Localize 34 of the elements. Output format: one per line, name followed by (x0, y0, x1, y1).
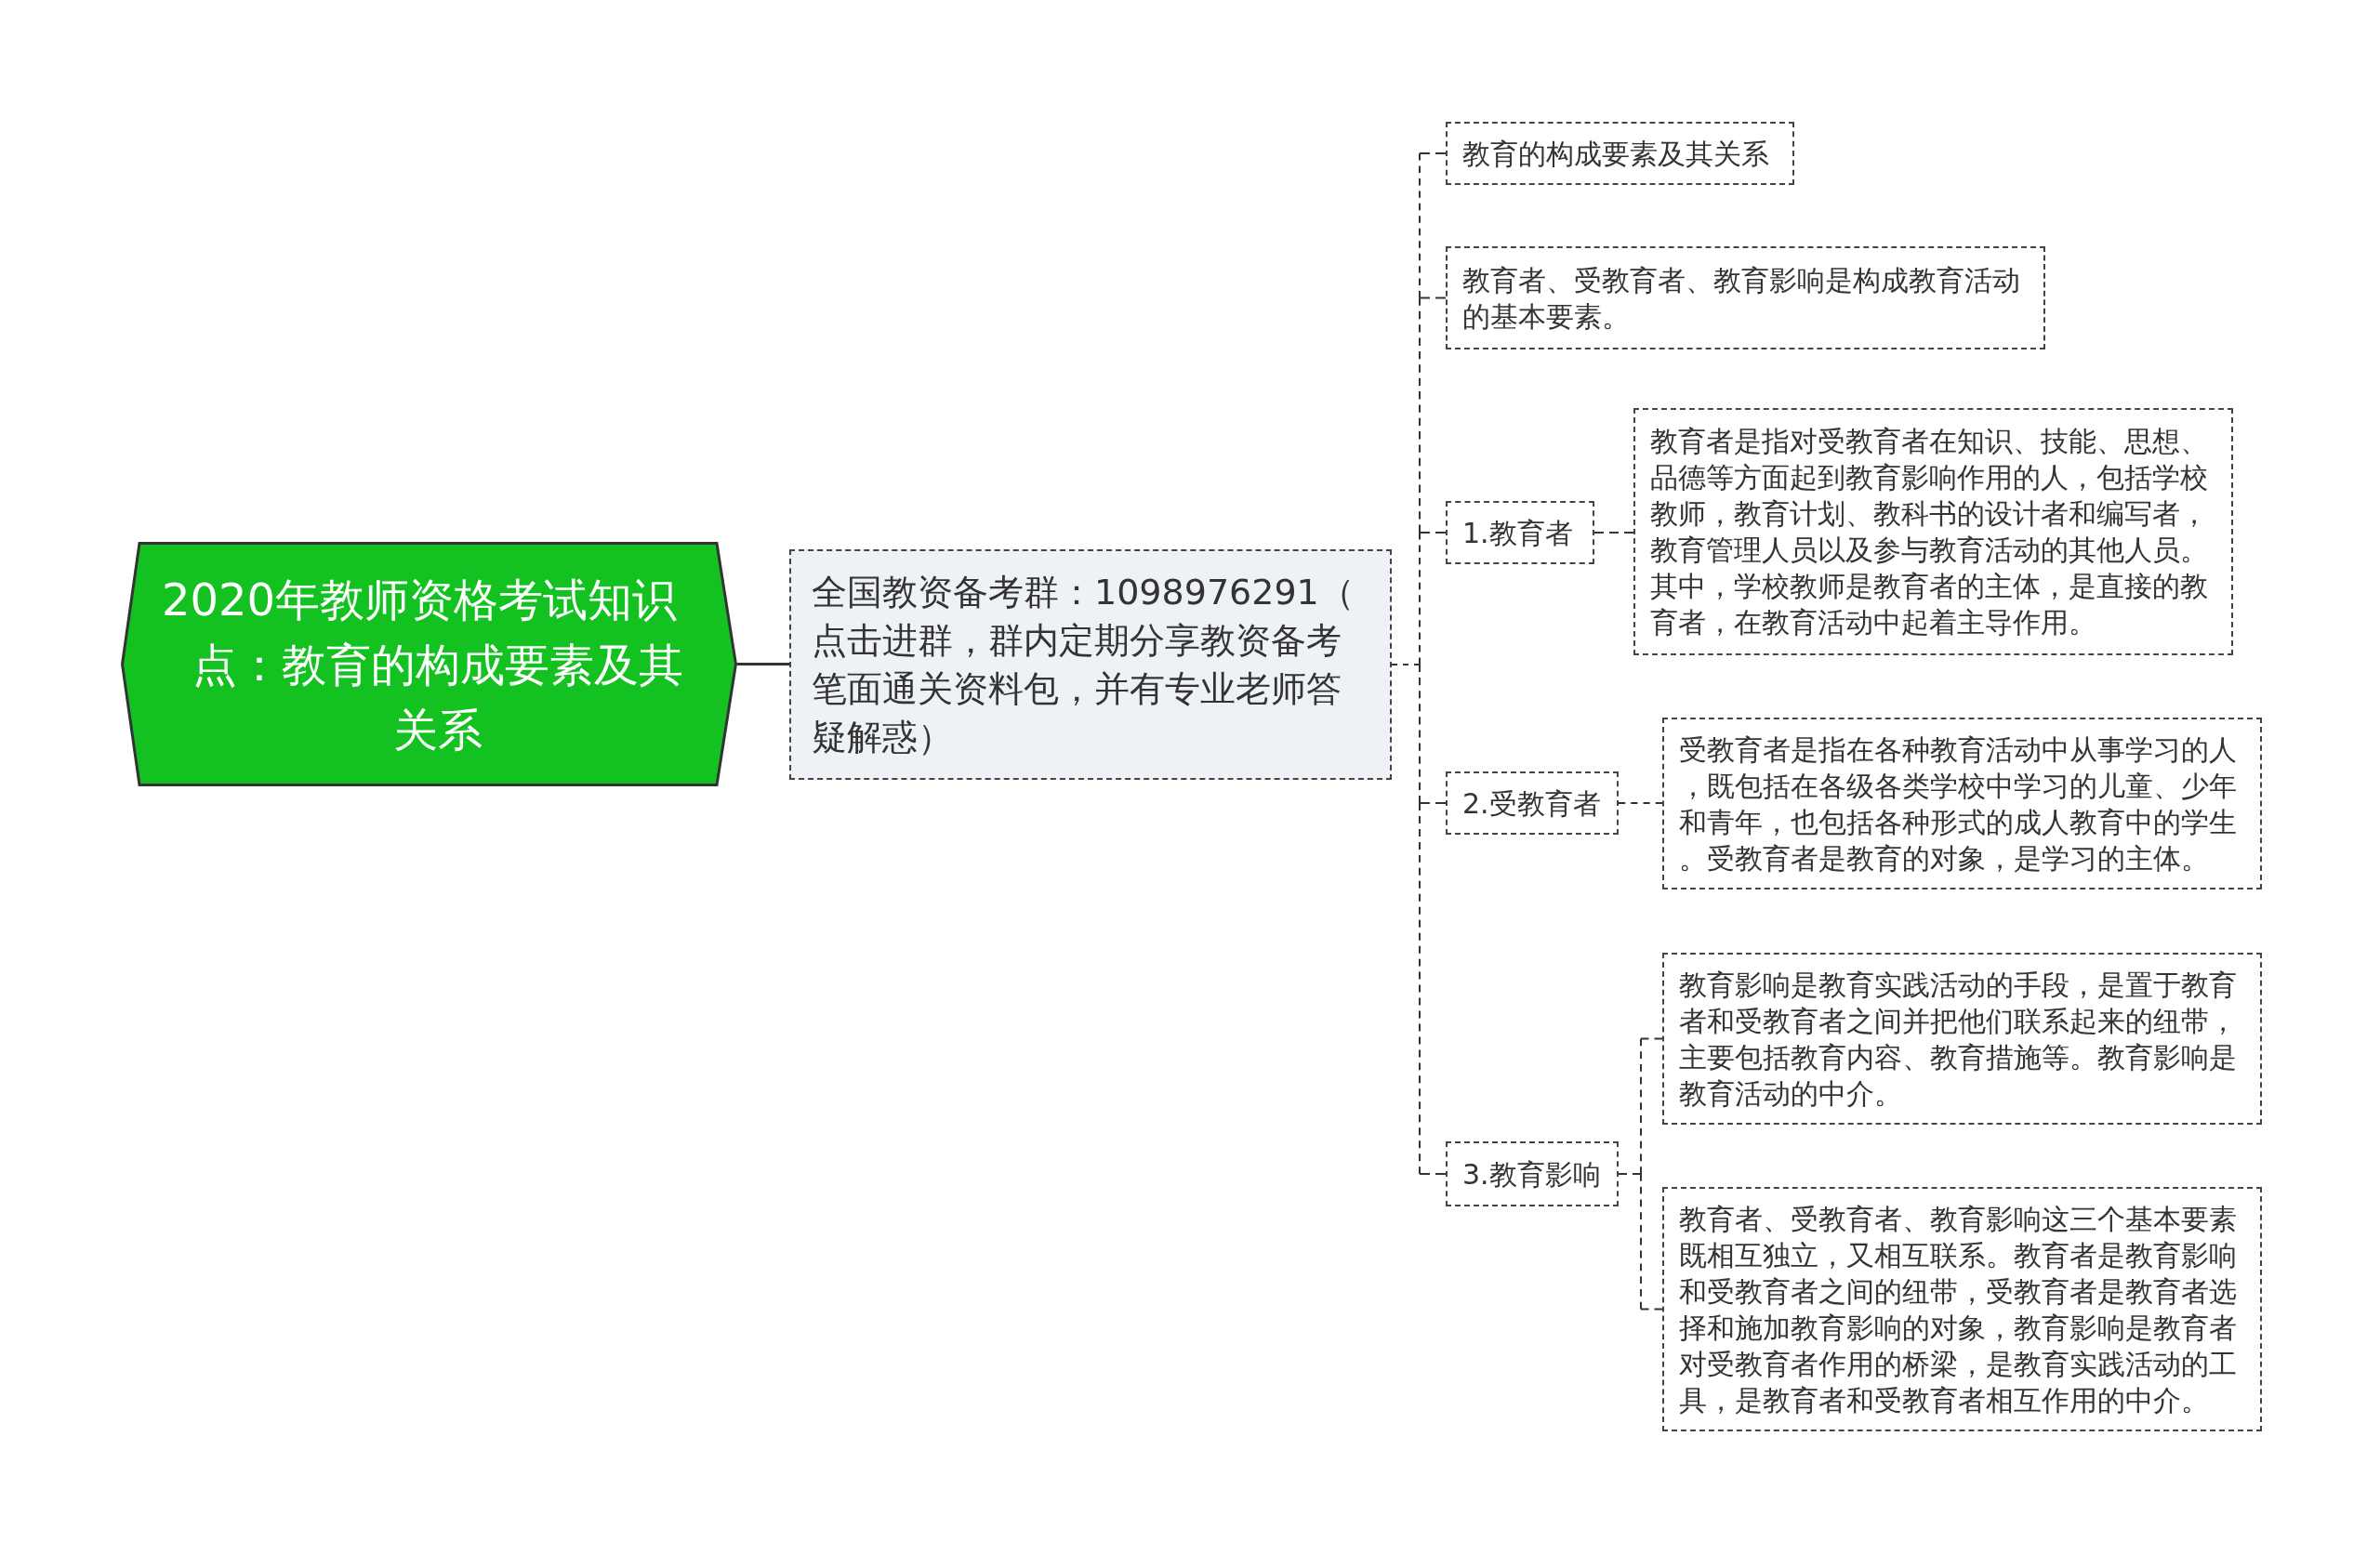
detail-box (1662, 718, 2262, 890)
detail-text: 受教育者是指在各种教育活动中从事学习的人，既包括在各级各类学校中学习的儿童、少年和青年，也包括各种形式的成人教育中的学生。受教育者是教育的对象，是学习的主体。 (1679, 731, 2238, 876)
connector-line (1640, 1308, 1663, 1311)
subtopic-box (1446, 246, 2045, 349)
connector-line (1419, 802, 1447, 804)
connector-line (1618, 1037, 1642, 1311)
subtopic-label: 教育者、受教育者、教育影响是构成教育活动的基本要素。 (1462, 262, 2021, 335)
connector-line (1618, 802, 1663, 804)
connector-line (1391, 152, 1421, 1175)
subtopic-label: 1.教育者 (1462, 515, 1574, 551)
subtopic-box (1446, 771, 1619, 835)
connector-line (1419, 532, 1447, 534)
topic-title: 2020年教师资格考试知识点：教育的构成要素及其关系 (160, 572, 684, 758)
central-topic-hexagon (121, 542, 737, 786)
connector-line (1419, 1173, 1447, 1175)
connector-line (1419, 152, 1447, 154)
detail-text: 教育者是指对受教育者在知识、技能、思想、品德等方面起到教育影响作用的人，包括学校教师，教育计划、教科书的设计者和编写者，教育管理人员以及参与教育活动的其他人员。其中，学校教师是教育者的主体，是直接的教育者，在教育活动中起着主导作用。 (1650, 424, 2209, 640)
subtopic-box (1446, 501, 1594, 564)
connector-line (737, 663, 789, 665)
detail-box (1662, 1187, 2262, 1431)
detail-box (1662, 953, 2262, 1125)
note-box (789, 549, 1392, 780)
connector-line (1640, 1037, 1663, 1040)
note-text: 全国教资备考群：1098976291（点击进群，群内定期分享教资备考笔面通关资料包，并有专业老师答疑解惑） (812, 571, 1355, 759)
subtopic-box (1446, 122, 1794, 185)
subtopic-label: 2.受教育者 (1462, 785, 1602, 822)
detail-text: 教育者、受教育者、教育影响这三个基本要素既相互独立，又相互联系。教育者是教育影响和受教育者之间的纽带，受教育者是教育者选择和施加教育影响的对象，教育影响是教育者对受教育者作用的桥梁，是教育实践活动的工具，是教育者和受教育者相互作用的中介。 (1679, 1201, 2238, 1418)
subtopic-box (1446, 1141, 1619, 1206)
subtopic-label: 教育的构成要素及其关系 (1462, 136, 1770, 172)
detail-box (1633, 408, 2233, 655)
subtopic-label: 3.教育影响 (1462, 1156, 1602, 1193)
connector-line (1593, 532, 1634, 534)
connector-line (1419, 297, 1447, 299)
detail-text: 教育影响是教育实践活动的手段，是置于教育者和受教育者之间并把他们联系起来的纽带，主要包括教育内容、教育措施等。教育影响是教育活动的中介。 (1679, 967, 2238, 1112)
